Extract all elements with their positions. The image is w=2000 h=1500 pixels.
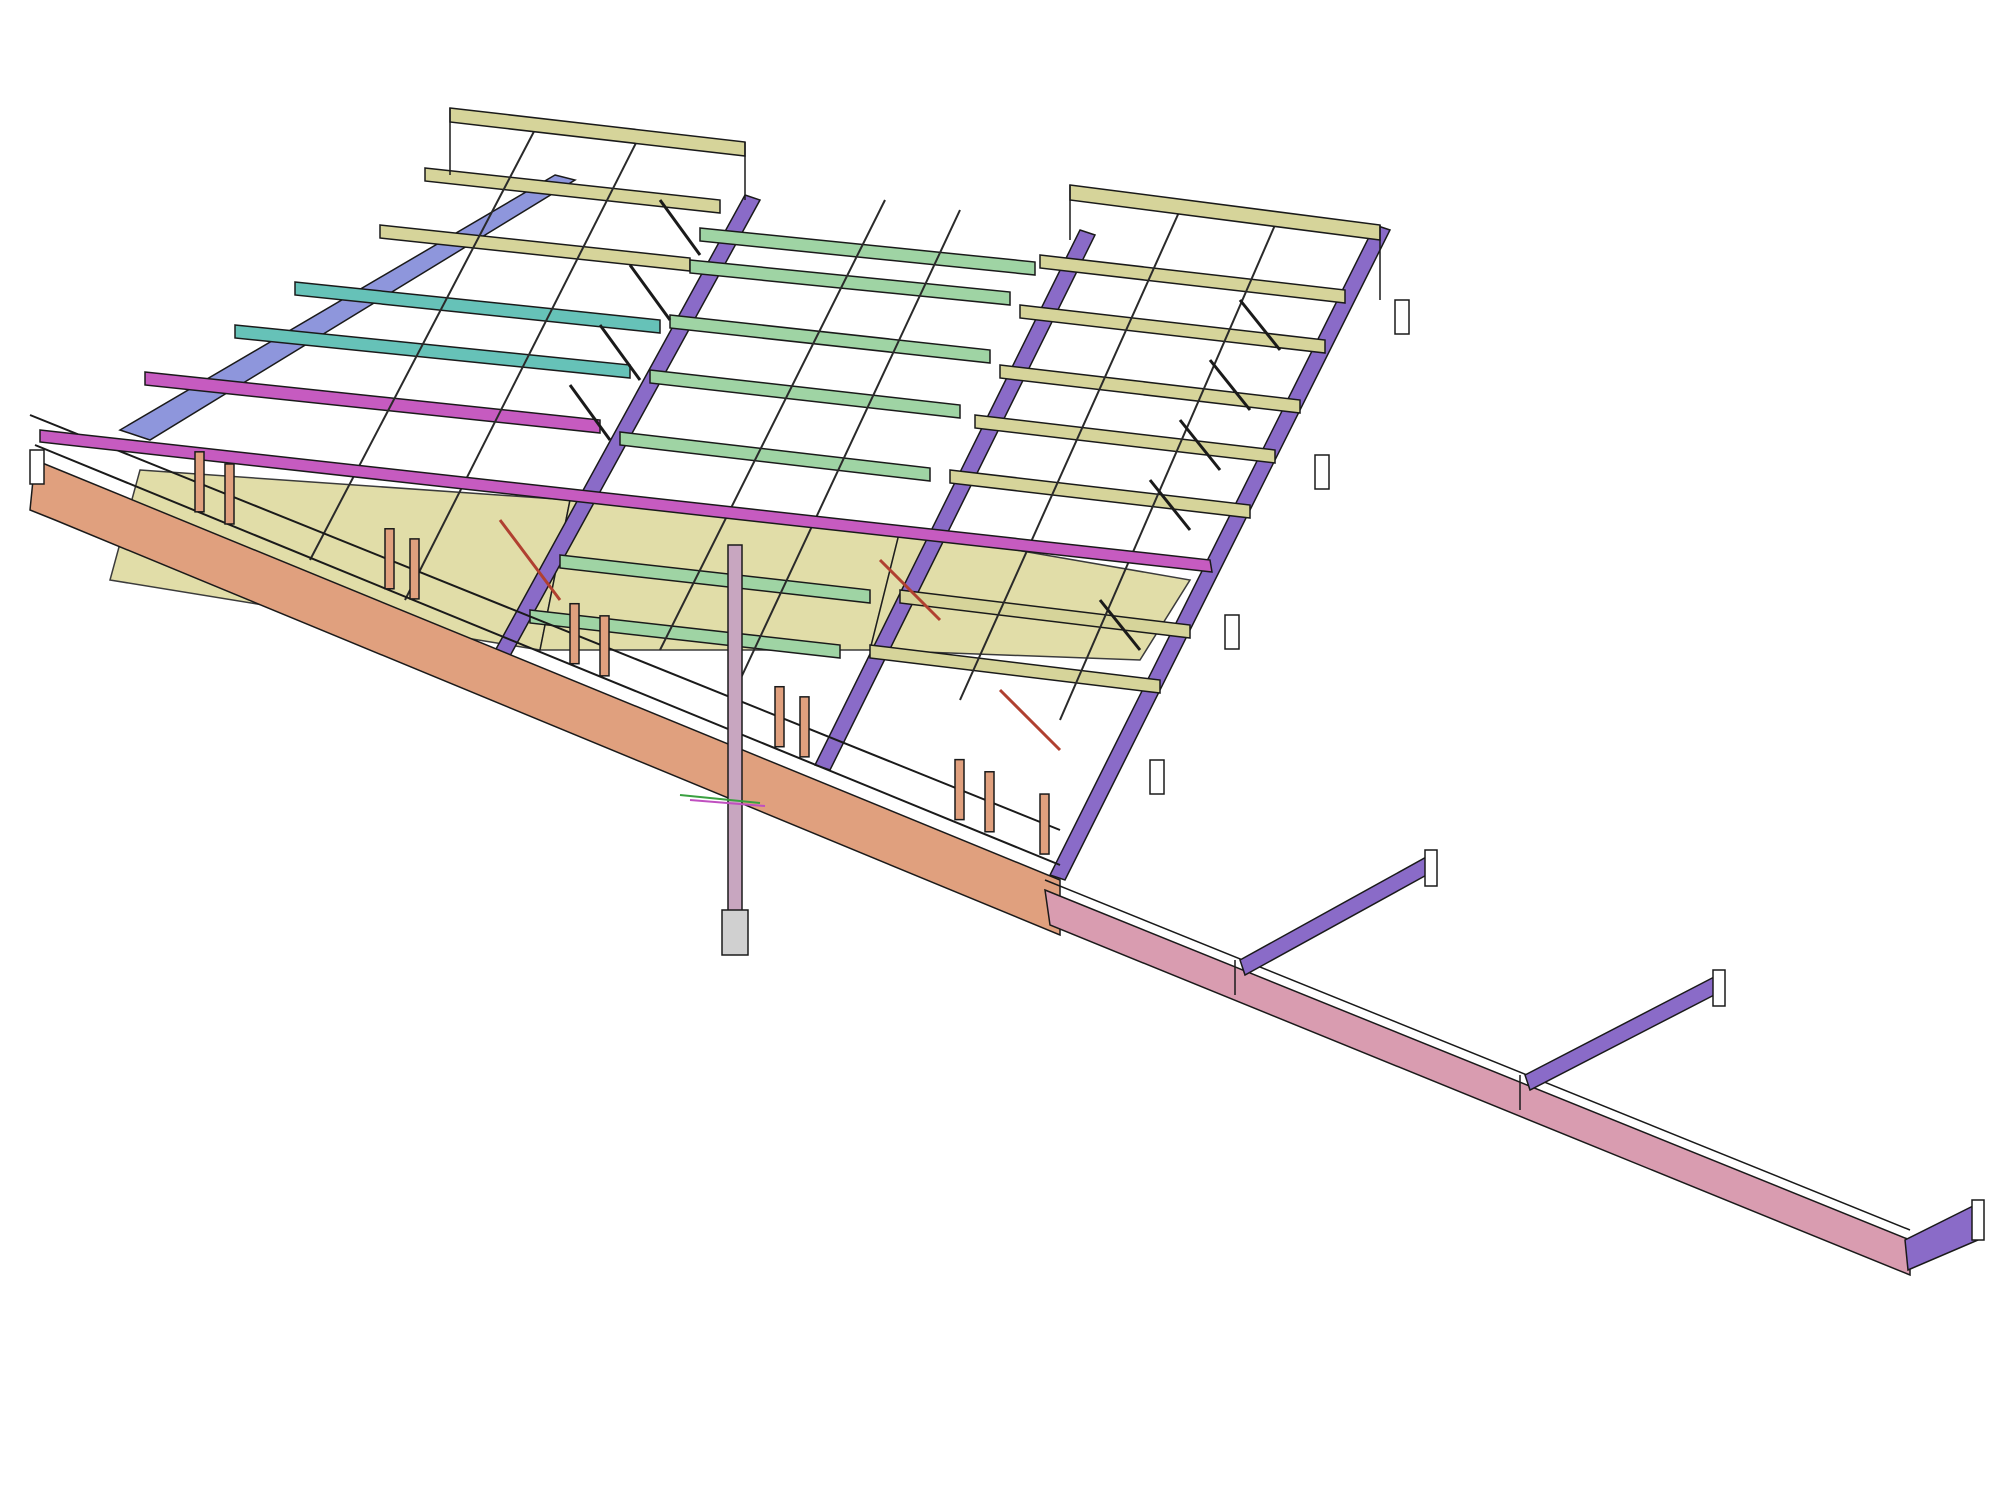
purlin-18	[899, 589, 1191, 639]
edge-beams	[118, 174, 1392, 881]
brace-3	[598, 324, 642, 381]
right-edge-beam	[1048, 224, 1392, 881]
diagonal-braces	[498, 199, 1282, 752]
ground-beam-group	[1044, 849, 1985, 1277]
purlin-1	[424, 167, 721, 214]
eave-post-5	[569, 602, 580, 665]
rafter-5	[959, 209, 1181, 701]
purlin-8	[669, 314, 991, 364]
purlin-7	[689, 259, 1011, 306]
purlin-15	[999, 364, 1301, 414]
eave-beam	[29, 458, 1061, 937]
rafter-3	[659, 199, 886, 651]
ground-beam	[1044, 888, 1911, 1277]
rafter-6	[1059, 224, 1276, 721]
brace-9	[1098, 599, 1142, 651]
eave-beam-top-edge	[34, 444, 1061, 866]
hanger-column	[727, 544, 743, 946]
eave-post-8	[799, 696, 810, 758]
purlin-19	[869, 644, 1161, 694]
purlin-14	[1019, 304, 1326, 354]
red-brace-3	[998, 688, 1062, 752]
rafter-4	[739, 209, 961, 681]
brace-5	[1238, 299, 1282, 351]
purlin-3	[294, 281, 661, 334]
bracket-1	[1394, 299, 1410, 335]
bracket-2	[1314, 454, 1330, 490]
ground-beam-top-edge	[1044, 879, 1911, 1231]
eave-post-9	[954, 758, 965, 821]
purlin-4	[234, 324, 631, 379]
purlin-16	[974, 414, 1276, 464]
end-arm-cap	[1971, 1199, 1985, 1241]
eave-post-3	[384, 528, 395, 590]
roof-rafters	[309, 119, 1276, 721]
red-brace-1	[498, 519, 562, 601]
eave-beam-group	[29, 414, 1213, 937]
bracket-3	[1224, 614, 1240, 650]
purlin-5	[144, 371, 601, 434]
brace-1	[658, 199, 702, 256]
upper-frames	[449, 107, 1381, 300]
eave-posts	[194, 451, 1050, 855]
purlin-11	[559, 554, 871, 604]
cross-arm-b-cap	[1712, 969, 1726, 1007]
brace-7	[1178, 419, 1222, 471]
brace-4	[568, 384, 612, 441]
hanger-stray-green-line	[679, 794, 761, 804]
brace-8	[1148, 479, 1192, 531]
bracket-5	[29, 449, 45, 485]
eave-post-2	[224, 463, 235, 525]
eave-post-1	[194, 451, 205, 513]
rafter-2	[404, 134, 641, 601]
eave-post-11	[1039, 793, 1050, 855]
eave-magenta-tie	[39, 429, 1213, 573]
brace-2	[628, 264, 672, 321]
purlin-9	[649, 369, 961, 419]
eave-post-10	[984, 771, 995, 833]
eave-post-6	[599, 615, 610, 677]
purlin-13	[1039, 254, 1346, 304]
brace-6	[1208, 359, 1252, 411]
eave-post-7	[774, 685, 785, 748]
connection-brackets	[29, 299, 1410, 795]
cross-arm-a-cap	[1424, 849, 1438, 887]
purlin-17	[949, 469, 1251, 519]
rafter-1	[309, 119, 541, 561]
purlin-6	[699, 227, 1036, 276]
hanger-base-plate	[721, 909, 749, 956]
center-hanger	[679, 544, 766, 956]
hanger-stray-magenta-line	[689, 799, 766, 807]
red-brace-2	[878, 558, 942, 622]
eave-post-4	[409, 538, 420, 600]
purlin-10	[619, 431, 931, 482]
bracket-4	[1149, 759, 1165, 795]
